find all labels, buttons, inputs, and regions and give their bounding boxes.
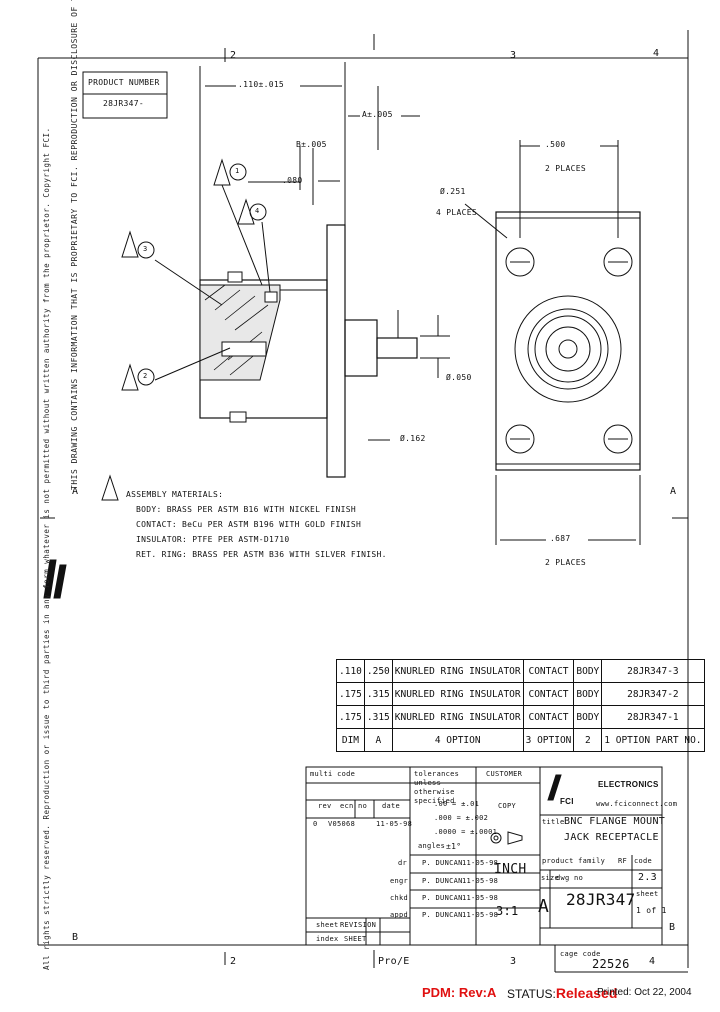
sheet-foot-value: SHEET bbox=[344, 935, 367, 943]
zone-top-3: 3 bbox=[510, 50, 517, 61]
sheet-value: 1 of 1 bbox=[636, 906, 667, 915]
title-line-1: BNC FLANGE MOUNT bbox=[564, 816, 666, 827]
materials-line: INSULATOR: PTFE PER ASTM-D1710 bbox=[136, 535, 290, 544]
ecn-value: V05068 bbox=[328, 820, 356, 828]
code-label: code bbox=[634, 857, 653, 865]
sheet-label: sheet bbox=[636, 890, 659, 898]
status-value: Released bbox=[555, 985, 618, 1001]
zone-top-2: 2 bbox=[230, 50, 237, 61]
drawn-date: 11-05-98 bbox=[462, 894, 499, 902]
website: www.fciconnect.com bbox=[596, 800, 678, 808]
scale: 3:1 bbox=[496, 904, 519, 918]
dim-b-tol: B±.005 bbox=[296, 140, 327, 149]
table-row: .175 .315 KNURLED RING INSULATOR CONTACT… bbox=[336, 682, 705, 706]
materials-line: RET. RING: BRASS PER ASTM B36 WITH SILVE… bbox=[136, 550, 387, 559]
copyright-note: All rights strictly reserved. Reproducti… bbox=[42, 127, 51, 970]
zone-left-b: B bbox=[72, 932, 79, 943]
company-name: ELECTRONICS bbox=[598, 780, 659, 789]
dim-overall: .110±.015 bbox=[238, 80, 285, 89]
date-header: date bbox=[382, 802, 401, 810]
dim-080: .080 bbox=[282, 176, 303, 185]
dim-flange: .687 bbox=[550, 534, 571, 543]
tol-row: .0000 = ±.0001 bbox=[434, 828, 498, 836]
dim-spacing-places: 2 PLACES bbox=[545, 164, 586, 173]
callout-2: 2 bbox=[143, 372, 148, 380]
product-number-title: PRODUCT NUMBER bbox=[88, 78, 160, 87]
dim-flange-places: 2 PLACES bbox=[545, 558, 586, 567]
units: INCH bbox=[494, 862, 527, 877]
product-number-value: 28JR347- bbox=[103, 99, 144, 108]
dim-hole-places: 4 PLACES bbox=[436, 208, 477, 217]
angles-value: ±1° bbox=[446, 842, 462, 851]
option-table: .110 .250 KNURLED RING INSULATOR CONTACT… bbox=[336, 659, 705, 752]
size-label: size bbox=[541, 874, 560, 882]
dim-spacing: .500 bbox=[545, 140, 566, 149]
tol-row: .000 = ±.002 bbox=[434, 814, 489, 822]
multi-code-label: multi code bbox=[310, 770, 356, 778]
drawn-name: P. DUNCAN bbox=[422, 911, 463, 919]
zone-right-b: B bbox=[669, 922, 676, 933]
sheet-foot-label: sheet bbox=[316, 921, 339, 929]
sheet-foot-value: REVISION bbox=[340, 921, 377, 929]
callout-1: 1 bbox=[235, 167, 240, 175]
date-value: 11-05-98 bbox=[376, 820, 413, 828]
size-value: A bbox=[538, 896, 550, 917]
callout-4: 4 bbox=[255, 207, 260, 215]
title-line-2: JACK RECEPTACLE bbox=[564, 832, 659, 843]
drawn-name: P. DUNCAN bbox=[422, 877, 463, 885]
proprietary-note: THIS DRAWING CONTAINS INFORMATION THAT I… bbox=[70, 0, 79, 490]
drawn-role: chkd bbox=[390, 894, 409, 902]
angles-label: angles bbox=[418, 842, 446, 850]
drawn-role: appd bbox=[390, 911, 409, 919]
zone-right-a: A bbox=[670, 486, 677, 497]
callout-3: 3 bbox=[143, 245, 148, 253]
dim-body-dia: Ø.162 bbox=[400, 434, 426, 443]
dim-contact-dia: Ø.050 bbox=[446, 373, 472, 382]
drawn-date: 11-05-98 bbox=[462, 911, 499, 919]
cage-code: 22526 bbox=[592, 957, 630, 971]
drawn-role: dr bbox=[398, 859, 408, 867]
drawn-date: 11-05-98 bbox=[462, 859, 499, 867]
zone-bottom-2: 2 bbox=[230, 956, 237, 967]
pdm-revision: PDM: Rev:A bbox=[422, 985, 497, 1000]
family-label: product family bbox=[542, 857, 606, 865]
dwg-label: dwg no bbox=[556, 874, 584, 882]
copy-label: COPY bbox=[498, 802, 517, 810]
tol-row: .00 = ±.01 bbox=[434, 800, 480, 808]
materials-line: BODY: BRASS PER ASTM B16 WITH NICKEL FIN… bbox=[136, 505, 357, 514]
dim-hole-dia: Ø.251 bbox=[440, 187, 466, 196]
printed-date: Printed: Oct 22, 2004 bbox=[597, 987, 692, 998]
drawn-role: engr bbox=[390, 877, 409, 885]
drawn-name: P. DUNCAN bbox=[422, 859, 463, 867]
dwg-number: 28JR347 bbox=[566, 890, 636, 909]
materials-heading: ASSEMBLY MATERIALS: bbox=[126, 490, 224, 499]
materials-line: CONTACT: BeCu PER ASTM B196 WITH GOLD FI… bbox=[136, 520, 362, 529]
sheet-foot-label: index bbox=[316, 935, 339, 943]
customer-label: CUSTOMER bbox=[486, 770, 523, 778]
zone-left-a: A bbox=[72, 486, 79, 497]
table-row: .175 .315 KNURLED RING INSULATOR CONTACT… bbox=[336, 705, 705, 729]
company-logo-text: FCI bbox=[560, 797, 574, 806]
status-label: STATUS: bbox=[507, 987, 556, 1001]
title-label: title bbox=[542, 818, 565, 826]
zone-bottom-4: 4 bbox=[649, 956, 656, 967]
pro-e-label: Pro/E bbox=[378, 956, 410, 967]
dim-a-tol: A±.005 bbox=[362, 110, 393, 119]
zone-bottom-3: 3 bbox=[510, 956, 517, 967]
zone-top-4: 4 bbox=[653, 48, 660, 59]
ecn-header: ecn no bbox=[340, 802, 368, 810]
rf-label: RF bbox=[618, 857, 628, 865]
rev-value: 0 bbox=[313, 820, 318, 828]
tolerances-label: tolerances unless otherwise specified bbox=[414, 770, 460, 805]
rev-header: rev bbox=[318, 802, 332, 810]
status: STATUS:Released bbox=[507, 985, 617, 1001]
table-row: DIM A 4 OPTION 3 OPTION 2 1 OPTION PART … bbox=[336, 728, 705, 752]
cage-code-label: cage code bbox=[560, 950, 601, 958]
drawn-name: P. DUNCAN bbox=[422, 894, 463, 902]
table-row: .110 .250 KNURLED RING INSULATOR CONTACT… bbox=[336, 659, 705, 683]
drawn-date: 11-05-98 bbox=[462, 877, 499, 885]
code-value: 2.3 bbox=[638, 872, 657, 883]
